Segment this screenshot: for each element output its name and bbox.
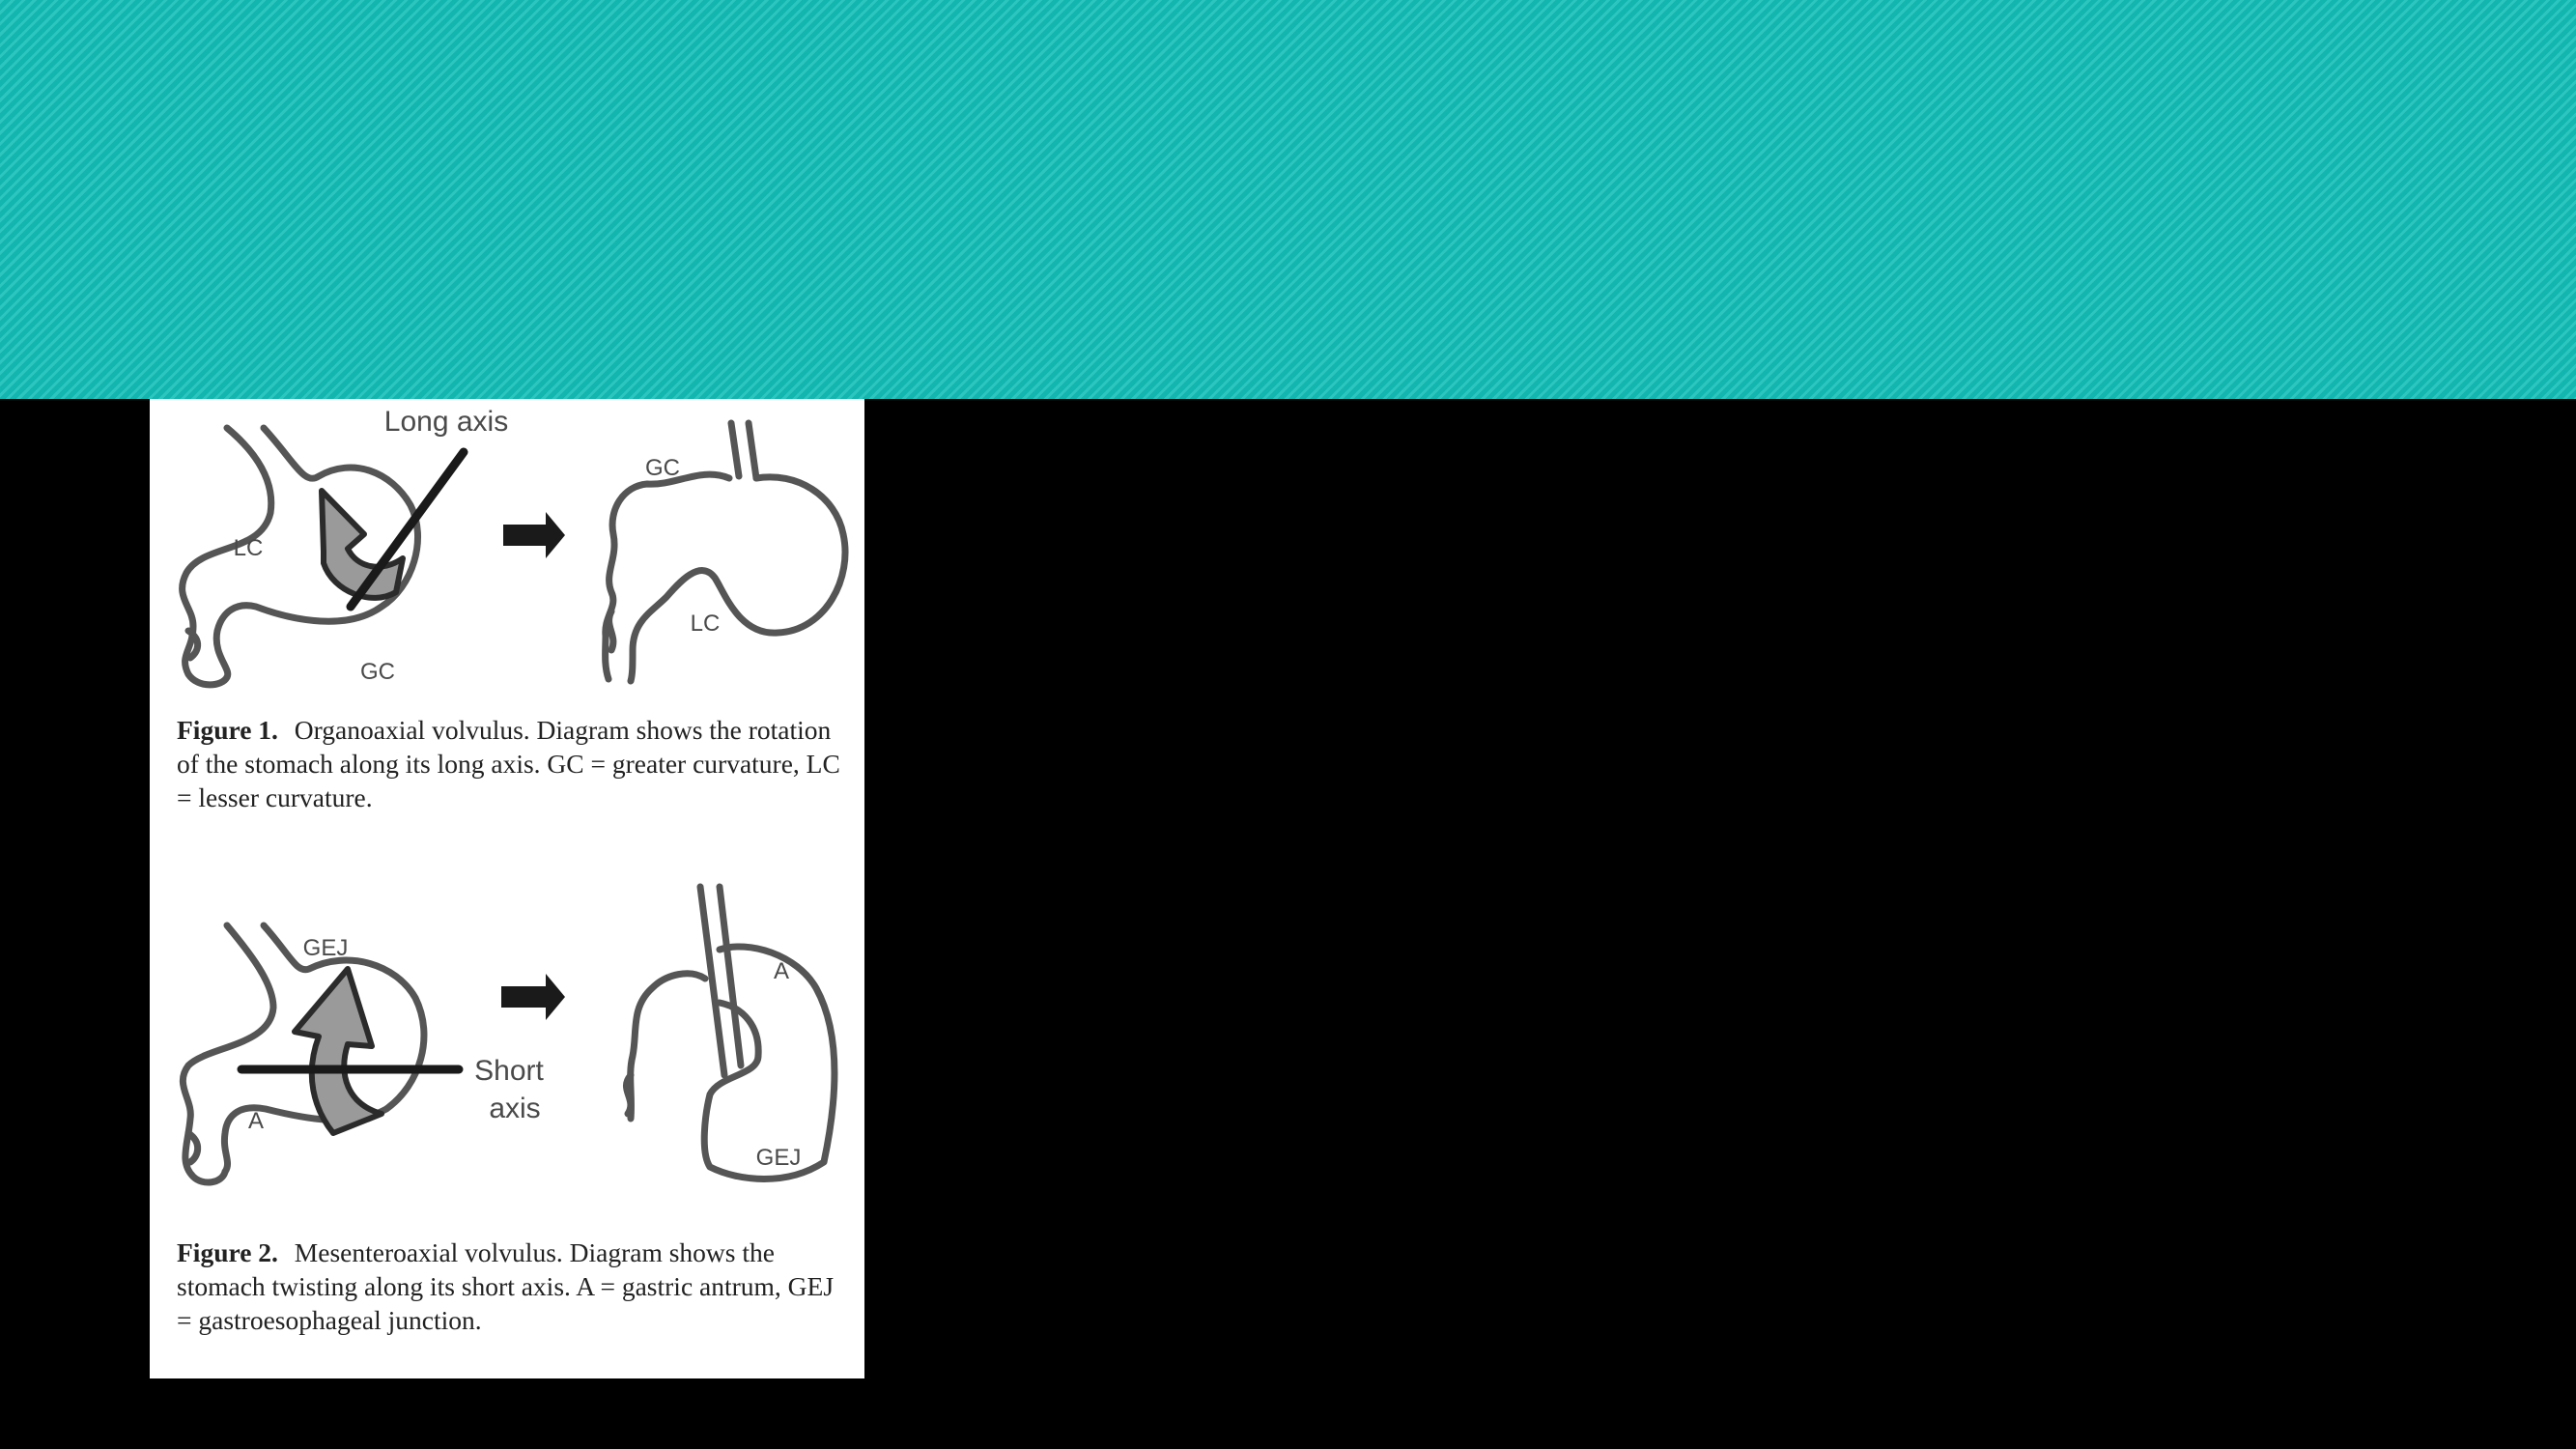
- figure1-right-arrow-icon: [503, 512, 565, 558]
- figure1-right-stomach: [602, 419, 849, 685]
- a-label-left: A: [248, 1108, 264, 1134]
- short-axis-label-line2: axis: [489, 1093, 540, 1124]
- figure2-caption-text: Mesenteroaxial volvulus. Diagram shows t…: [177, 1237, 835, 1335]
- figure2-rotation-arrow-icon: [292, 966, 384, 1136]
- figure2-caption-label: Figure 2.: [177, 1237, 278, 1267]
- figure2-caption: Figure 2. Mesenteroaxial volvulus. Diagr…: [177, 1236, 853, 1337]
- figure1-rotation-arrow-icon: [319, 488, 406, 601]
- gc-label-left: GC: [360, 659, 395, 685]
- figure2-right-stomach: [622, 883, 838, 1182]
- header-banner: [0, 0, 2576, 399]
- figure2-left-stomach: [180, 922, 428, 1186]
- figure-diagrams: Long axis LC GC GC LC GEJ A: [179, 406, 849, 1186]
- figure2-right-arrow-icon: [501, 974, 565, 1020]
- gc-label-right: GC: [645, 455, 680, 481]
- lc-label-left: LC: [234, 535, 264, 561]
- a-label-right: A: [774, 958, 789, 984]
- figure1-caption: Figure 1. Organoaxial volvulus. Diagram …: [177, 713, 853, 814]
- gej-label-right: GEJ: [756, 1145, 802, 1171]
- short-axis-label-line1: Short: [474, 1055, 544, 1087]
- long-axis-label: Long axis: [384, 406, 508, 438]
- figure1-caption-label: Figure 1.: [177, 715, 278, 745]
- figure-panel: Long axis LC GC GC LC GEJ A: [150, 399, 864, 1378]
- lc-label-right: LC: [691, 611, 721, 637]
- figure1-long-axis-line: [346, 447, 468, 611]
- figure1-caption-text: Organoaxial volvulus. Diagram shows the …: [177, 715, 840, 812]
- gej-label-left: GEJ: [303, 935, 349, 961]
